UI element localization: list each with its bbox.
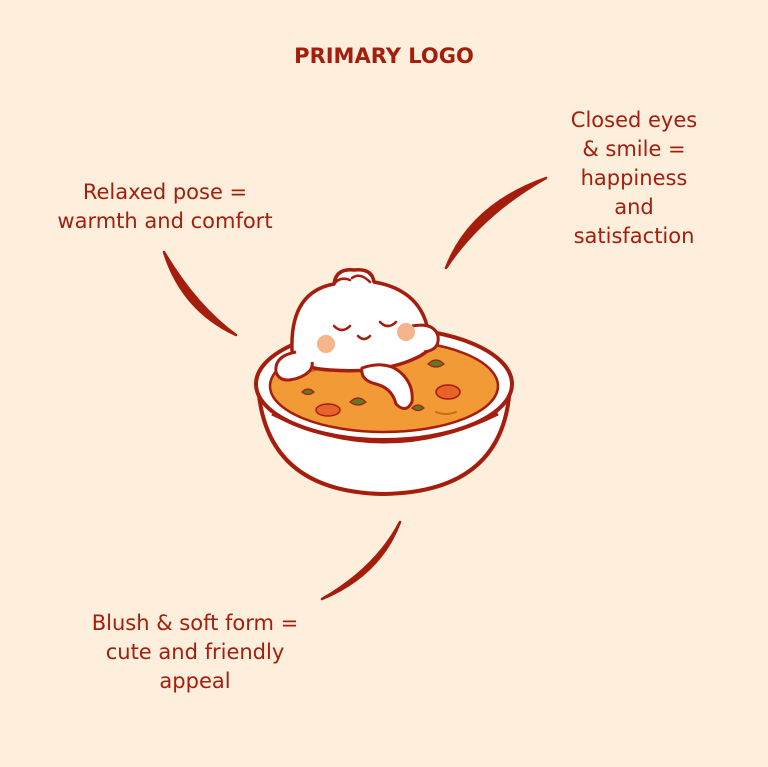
annotation-line: appeal <box>159 669 231 693</box>
annotation-relaxed-pose: Relaxed pose = warmth and comfort <box>40 178 290 236</box>
annotation-line: happiness <box>580 166 688 190</box>
herb-leaf <box>411 404 425 412</box>
soup-ripple <box>435 411 457 415</box>
page-title: PRIMARY LOGO <box>294 44 474 68</box>
annotation-line: satisfaction <box>573 224 695 248</box>
annotation-closed-eyes: Closed eyes & smile = happiness and sati… <box>545 106 723 251</box>
annotation-line: Blush & soft form = <box>91 611 299 635</box>
herb-leaf <box>301 388 315 396</box>
dumpling-arm-right <box>411 323 440 354</box>
blush-left <box>317 335 335 353</box>
annotation-line: Relaxed pose = <box>82 180 248 204</box>
annotation-line: cute and friendly <box>105 640 285 664</box>
dumpling-leg <box>360 363 414 410</box>
connector-left <box>162 250 238 337</box>
annotation-line: warmth and comfort <box>57 209 273 233</box>
blush-right <box>397 323 415 341</box>
annotation-blush: Blush & soft form = cute and friendly ap… <box>70 609 320 696</box>
carrot-piece <box>315 403 341 417</box>
herb-leaf <box>427 359 445 368</box>
annotation-line: Closed eyes <box>570 108 698 132</box>
annotation-line: & smile = <box>582 137 686 161</box>
annotation-line: and <box>614 195 654 219</box>
dumpling-fold <box>332 277 352 286</box>
dumpling-arm-left <box>274 350 314 382</box>
closed-eye-left <box>332 324 352 332</box>
dumpling-body <box>290 268 434 373</box>
connector-bottom <box>320 520 402 601</box>
herb-leaf <box>349 397 367 406</box>
dumpling-fold <box>350 274 372 284</box>
carrot-piece <box>435 384 461 400</box>
smile <box>356 334 372 341</box>
closed-eye-right <box>378 320 398 328</box>
connector-right <box>444 176 548 270</box>
